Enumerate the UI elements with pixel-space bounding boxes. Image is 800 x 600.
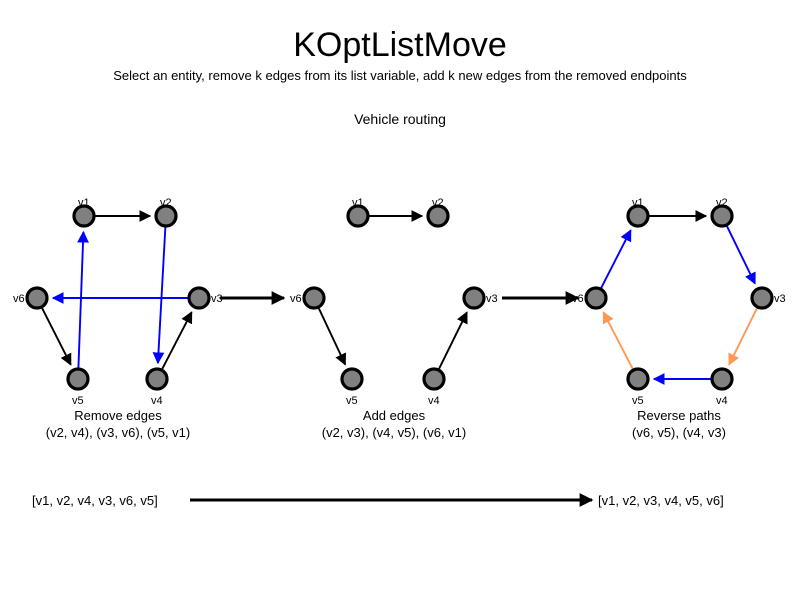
node-v1[interactable]	[346, 204, 370, 228]
node-v3[interactable]	[187, 286, 211, 310]
captions-layer: Remove edges (v2, v4), (v3, v6), (v5, v1)…	[46, 408, 726, 440]
node-label-v3: v3	[486, 293, 498, 305]
node-v4[interactable]	[422, 367, 446, 391]
panel-reverse-caption-line1: Reverse paths	[637, 408, 721, 423]
edge-v3-to-v4	[728, 307, 758, 366]
node-label-v1: v1	[632, 197, 644, 209]
panel-add-caption-line2: (v2, v3), (v4, v5), (v6, v1)	[322, 425, 466, 440]
result-layer: [v1, v2, v4, v3, v6, v5] [v1, v2, v3, v4,…	[32, 493, 724, 508]
node-label-v4: v4	[428, 395, 440, 407]
node-label-v2: v2	[716, 197, 728, 209]
node-v6[interactable]	[25, 286, 49, 310]
node-v1[interactable]	[72, 204, 96, 228]
node-label-v2: v2	[160, 197, 172, 209]
page-title: KOptListMove	[293, 26, 507, 64]
edge-v4-to-v3	[161, 311, 193, 370]
node-label-v6: v6	[290, 293, 302, 305]
node-v1[interactable]	[626, 204, 650, 228]
node-label-v5: v5	[346, 395, 358, 407]
node-v2[interactable]	[426, 204, 450, 228]
edges-layer	[41, 210, 758, 385]
node-label-v3: v3	[211, 293, 223, 305]
panel-remove-caption-line1: Remove edges	[74, 408, 162, 423]
node-label-v4: v4	[151, 395, 163, 407]
panel-reverse-caption-line2: (v6, v5), (v4, v3)	[632, 425, 726, 440]
node-label-v5: v5	[632, 395, 644, 407]
edge-v6-to-v1	[600, 229, 632, 289]
node-label-v2: v2	[432, 197, 444, 209]
node-v5[interactable]	[340, 367, 364, 391]
node-label-v5: v5	[72, 395, 84, 407]
node-v3[interactable]	[750, 286, 774, 310]
node-v4[interactable]	[145, 367, 169, 391]
node-label-v3: v3	[774, 293, 786, 305]
node-label-v6: v6	[13, 293, 25, 305]
edge-v6-to-v5	[41, 307, 72, 366]
page-subtitle: Select an entity, remove k edges from it…	[113, 68, 687, 83]
panel-add-caption-line1: Add edges	[363, 408, 426, 423]
edge-v4-to-v3	[438, 311, 468, 370]
edge-v2-to-v4	[152, 227, 167, 365]
edge-v2-to-v3	[726, 225, 756, 285]
edge-v5-to-v6	[602, 311, 634, 370]
node-v3[interactable]	[462, 286, 486, 310]
node-v5[interactable]	[626, 367, 650, 391]
after-list-text: [v1, v2, v3, v4, v5, v6]	[598, 493, 724, 508]
node-label-v1: v1	[78, 197, 90, 209]
edge-v5-to-v1	[77, 230, 89, 368]
node-v2[interactable]	[154, 204, 178, 228]
section-label: Vehicle routing	[354, 111, 446, 127]
edge-v6-to-v5	[318, 308, 347, 366]
node-v5[interactable]	[66, 367, 90, 391]
before-list-text: [v1, v2, v4, v3, v6, v5]	[32, 493, 158, 508]
node-v6[interactable]	[302, 286, 326, 310]
node-v2[interactable]	[710, 204, 734, 228]
node-v6[interactable]	[584, 286, 608, 310]
node-v4[interactable]	[710, 367, 734, 391]
node-label-v1: v1	[352, 197, 364, 209]
panel-remove-caption-line2: (v2, v4), (v3, v6), (v5, v1)	[46, 425, 190, 440]
node-label-v4: v4	[716, 395, 728, 407]
